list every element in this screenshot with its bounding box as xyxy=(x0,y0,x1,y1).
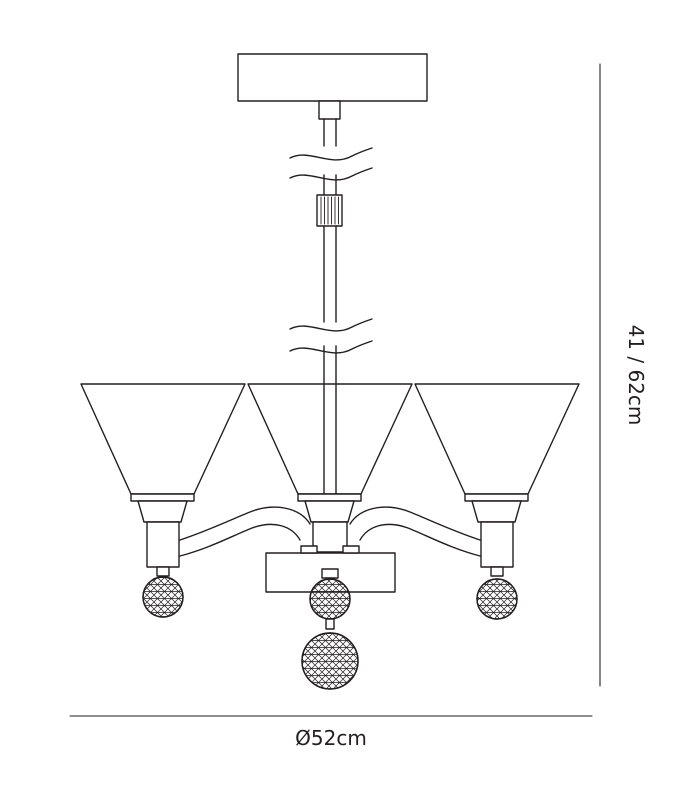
center-crystal-lower xyxy=(301,632,359,690)
right-lampholder xyxy=(480,521,514,568)
center-crystal-upper xyxy=(309,578,351,620)
crystal-link xyxy=(325,618,335,630)
left-arm xyxy=(179,506,311,557)
center-lamp xyxy=(247,383,413,579)
center-shade xyxy=(247,383,413,495)
left-shade xyxy=(80,383,246,495)
suspension-rod-middle xyxy=(323,174,337,196)
left-crystal xyxy=(142,576,184,618)
width-label: Ø52cm xyxy=(295,726,367,750)
right-shade xyxy=(414,383,580,495)
height-label: 41 / 62cm xyxy=(624,325,648,426)
rod-break-symbol-lower xyxy=(289,318,373,354)
right-arm xyxy=(349,506,481,557)
ceiling-canopy xyxy=(237,53,428,102)
left-lampholder xyxy=(146,521,180,568)
right-lamp xyxy=(414,383,580,577)
suspension-rod-lower xyxy=(323,225,337,323)
left-lamp xyxy=(80,383,246,577)
rod-top-connector xyxy=(318,100,341,120)
right-crystal xyxy=(476,578,518,620)
rod-coupler xyxy=(316,194,343,227)
suspension-rod-upper xyxy=(323,118,337,147)
suspension-rod-bottom xyxy=(323,345,337,385)
center-lampholder xyxy=(312,521,348,553)
rod-break-symbol-upper xyxy=(289,147,373,181)
